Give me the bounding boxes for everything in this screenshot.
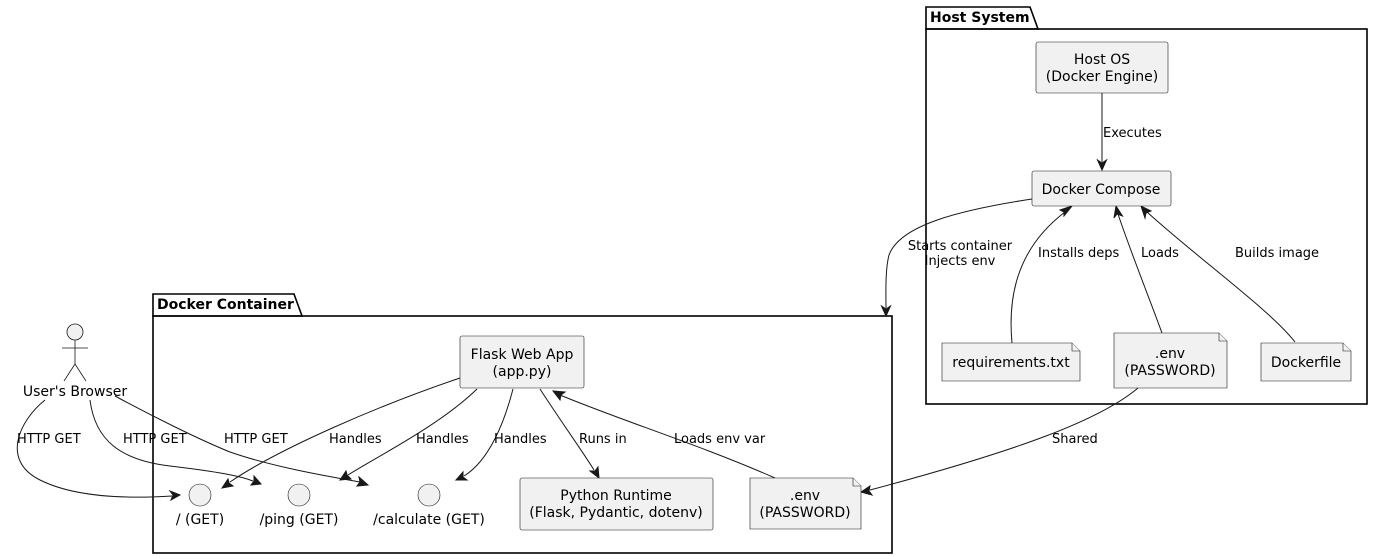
endpoint-calculate: /calculate (GET) <box>373 483 485 528</box>
edge-label-injects-env: Injects env <box>925 254 996 269</box>
endpoint-ping-label: /ping (GET) <box>260 512 339 528</box>
package-docker-container-title: Docker Container <box>157 297 294 313</box>
actor-users-browser: User's Browser <box>23 323 127 400</box>
package-host-system: Host System <box>925 6 1368 405</box>
node-env-host-line-1: .env <box>1155 346 1185 362</box>
node-flask-web-app-line-1: Flask Web App <box>471 347 574 363</box>
endpoint-ping: /ping (GET) <box>260 483 339 528</box>
node-python-runtime-line-1: Python Runtime <box>560 488 671 504</box>
node-host-os-line-2: (Docker Engine) <box>1046 69 1158 85</box>
endpoint-calculate-label: /calculate (GET) <box>373 512 485 528</box>
node-env-host-line-2: (PASSWORD) <box>1124 363 1215 379</box>
endpoint-root: / (GET) <box>176 483 224 528</box>
edge-label-loads-env-var: Loads env var <box>674 432 766 447</box>
edge-label-shared: Shared <box>1052 432 1098 447</box>
package-host-system-title: Host System <box>930 10 1030 26</box>
node-dockerfile: Dockerfile <box>1260 342 1352 382</box>
node-env-container-line-1: .env <box>790 488 820 504</box>
node-python-runtime: Python Runtime (Flask, Pydantic, dotenv) <box>519 477 714 531</box>
actor-users-browser-label: User's Browser <box>23 384 127 400</box>
node-requirements-file: requirements.txt <box>941 342 1081 382</box>
node-dockerfile-label: Dockerfile <box>1271 355 1341 371</box>
node-flask-web-app: Flask Web App (app.py) <box>459 335 585 389</box>
node-docker-compose-label: Docker Compose <box>1042 182 1161 198</box>
edge-label-runs-in: Runs in <box>579 432 627 447</box>
edge-labels: Executes Starts container Injects env In… <box>17 126 1319 447</box>
node-python-runtime-line-2: (Flask, Pydantic, dotenv) <box>529 505 703 521</box>
edges <box>16 93 1296 502</box>
node-host-os-line-1: Host OS <box>1074 52 1130 68</box>
node-requirements-label: requirements.txt <box>952 355 1070 371</box>
edge-label-executes: Executes <box>1103 126 1162 141</box>
node-env-container-line-2: (PASSWORD) <box>759 505 850 521</box>
edge-label-builds-image: Builds image <box>1235 246 1319 261</box>
endpoint-root-label: / (GET) <box>176 512 224 528</box>
edge-label-installs-deps: Installs deps <box>1038 246 1120 261</box>
node-env-container-file: .env (PASSWORD) <box>749 477 862 530</box>
node-env-host-file: .env (PASSWORD) <box>1113 332 1228 389</box>
edge-label-loads: Loads <box>1141 246 1179 261</box>
node-docker-compose: Docker Compose <box>1031 170 1172 207</box>
actor-stick-figure-icon <box>62 323 88 382</box>
package-docker-container: Docker Container <box>152 293 893 554</box>
node-flask-web-app-line-2: (app.py) <box>493 364 552 380</box>
edge-label-handles-calculate: Handles <box>494 432 547 447</box>
edge-label-http-get-root: HTTP GET <box>17 432 81 447</box>
edge-label-http-get-ping: HTTP GET <box>123 432 187 447</box>
edge-label-handles-root: Handles <box>329 432 382 447</box>
edge-label-http-get-calculate: HTTP GET <box>224 432 288 447</box>
edge-label-starts-container: Starts container <box>908 239 1013 254</box>
edge-label-handles-ping: Handles <box>416 432 469 447</box>
node-host-os: Host OS (Docker Engine) <box>1035 41 1169 94</box>
